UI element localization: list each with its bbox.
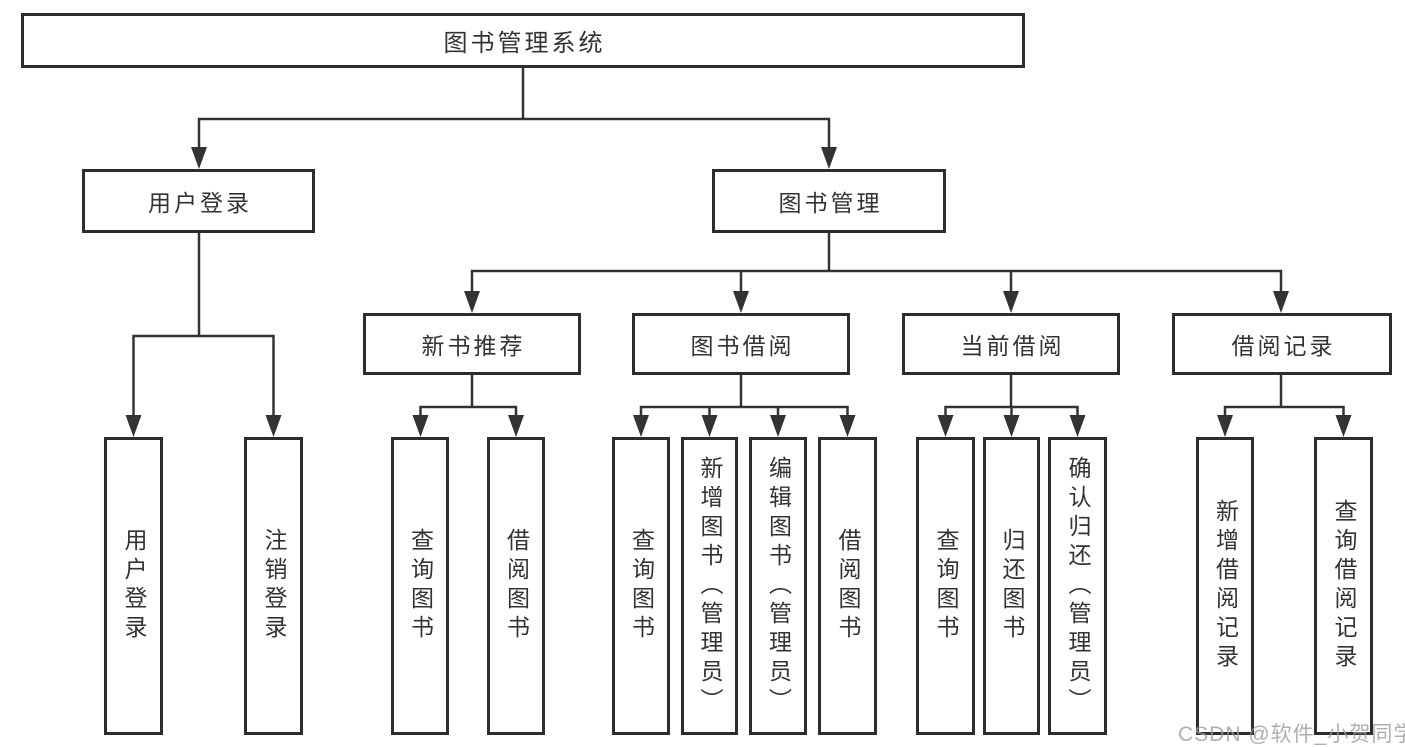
node-label: 图书借阅	[690, 333, 795, 359]
node-user-login-group: 用户登录	[82, 169, 315, 233]
node-label: 新增借阅记录	[1212, 499, 1239, 673]
node-label: 图书管理系统	[443, 30, 606, 57]
node-current-borrowing: 当前借阅	[902, 313, 1120, 375]
node-label: 注销登录	[261, 528, 287, 644]
node-label: 用户登录	[148, 190, 252, 216]
node-book-management: 图书管理	[712, 169, 946, 233]
node-return-books: 归还图书	[983, 437, 1040, 735]
node-user-login: 用户登录	[104, 437, 163, 735]
node-label: 查询图书	[933, 528, 959, 644]
node-add-borrow-record: 新增借阅记录	[1196, 437, 1254, 735]
node-label: 查询图书	[407, 528, 434, 644]
node-query-borrow-record: 查询借阅记录	[1314, 437, 1373, 735]
node-edit-book-admin: 编辑图书（管理员）	[749, 437, 807, 735]
node-library-management-system: 图书管理系统	[21, 13, 1025, 68]
node-label: 编辑图书（管理员）	[765, 455, 792, 717]
node-label: 查询图书	[628, 528, 655, 644]
node-query-books-3: 查询图书	[916, 437, 975, 735]
node-borrow-books-2: 借阅图书	[818, 437, 877, 735]
arrowheads	[125, 147, 1352, 437]
node-new-book-recommendation: 新书推荐	[363, 313, 581, 375]
node-label: 归还图书	[999, 528, 1025, 644]
node-label: 当前借阅	[960, 333, 1065, 359]
node-add-book-admin: 新增图书（管理员）	[681, 437, 738, 735]
node-query-books-1: 查询图书	[391, 437, 449, 735]
node-borrowing-records: 借阅记录	[1172, 313, 1392, 375]
node-query-books-2: 查询图书	[612, 437, 670, 735]
node-label: 查询借阅记录	[1331, 499, 1357, 673]
node-label: 借阅记录	[1231, 333, 1336, 359]
node-logout: 注销登录	[244, 437, 303, 735]
node-label: 借阅图书	[503, 528, 530, 644]
node-label: 图书管理	[778, 190, 883, 216]
node-confirm-return-admin: 确认归还（管理员）	[1048, 437, 1107, 735]
node-book-borrowing: 图书借阅	[632, 313, 850, 375]
node-label: 确认归还（管理员）	[1065, 455, 1091, 717]
node-label: 新书推荐	[421, 333, 526, 359]
node-borrow-books-1: 借阅图书	[487, 437, 545, 735]
node-label: 借阅图书	[835, 528, 861, 644]
csdn-watermark: CSDN @软件_小贺同学	[1178, 723, 1405, 746]
node-label: 新增图书（管理员）	[697, 455, 723, 717]
node-label: 用户登录	[121, 528, 147, 644]
